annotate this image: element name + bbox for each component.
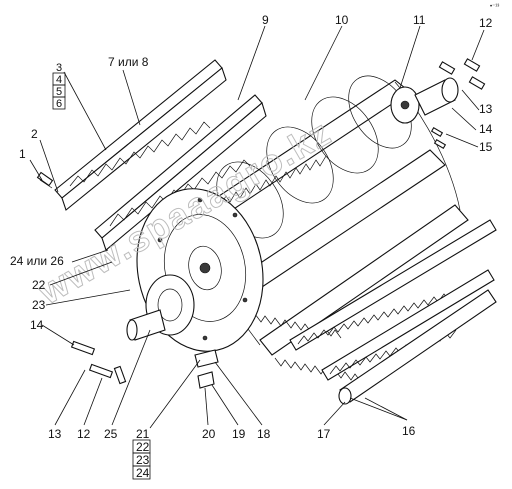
callout-22-left: 22 bbox=[32, 278, 46, 292]
callout-24-or-26: 24 или 26 bbox=[10, 254, 64, 268]
callout-20: 20 bbox=[202, 427, 216, 441]
callout-25: 25 bbox=[104, 427, 118, 441]
callout-12-bottom: 12 bbox=[77, 427, 91, 441]
callout-14-left: 14 bbox=[30, 318, 44, 332]
callout-21: 21 bbox=[136, 427, 150, 441]
callout-24-bottom: 24 bbox=[136, 466, 150, 480]
toothed-bar-front bbox=[54, 59, 227, 211]
toothed-bar-right-upper bbox=[289, 219, 497, 351]
bolts-part-15 bbox=[430, 127, 447, 149]
callout-19: 19 bbox=[232, 427, 246, 441]
callout-5: 5 bbox=[56, 86, 62, 98]
callout-7-or-8: 7 или 8 bbox=[108, 55, 149, 69]
callout-11: 11 bbox=[413, 13, 426, 27]
left-brackets-12-13 bbox=[70, 340, 127, 385]
bracket-part-18 bbox=[194, 349, 219, 368]
callout-4: 4 bbox=[56, 74, 62, 86]
plate-part-20 bbox=[197, 371, 215, 389]
callout-13-top: 13 bbox=[479, 102, 493, 116]
callout-labels: 1 2 3 4 5 6 7 или 8 9 10 11 12 13 14 15 … bbox=[10, 13, 493, 480]
callout-13-bottom: 13 bbox=[48, 427, 62, 441]
leader-lines bbox=[29, 25, 485, 429]
callout-16: 16 bbox=[402, 424, 416, 438]
bolt-part-1 bbox=[36, 171, 54, 189]
callout-17: 17 bbox=[317, 427, 331, 441]
corner-mark: •⁻¹³ bbox=[490, 4, 499, 10]
callout-10: 10 bbox=[335, 13, 349, 27]
callout-23-left: 23 bbox=[32, 298, 46, 312]
callout-9: 9 bbox=[262, 13, 269, 27]
callout-6: 6 bbox=[56, 98, 62, 110]
rear-bearing bbox=[414, 58, 486, 116]
rod-part-17 bbox=[338, 289, 497, 405]
toothed-bar-rear bbox=[94, 94, 267, 251]
callout-3: 3 bbox=[56, 62, 62, 74]
callout-23-bottom: 23 bbox=[136, 453, 150, 467]
shaft-hub bbox=[126, 274, 195, 341]
callout-15: 15 bbox=[479, 140, 493, 154]
callout-12-top: 12 bbox=[479, 16, 493, 30]
callout-1: 1 bbox=[19, 147, 26, 161]
callout-2: 2 bbox=[31, 127, 38, 141]
callout-18: 18 bbox=[257, 427, 271, 441]
callout-22-bottom: 22 bbox=[136, 440, 150, 454]
callout-14-top: 14 bbox=[479, 122, 493, 136]
